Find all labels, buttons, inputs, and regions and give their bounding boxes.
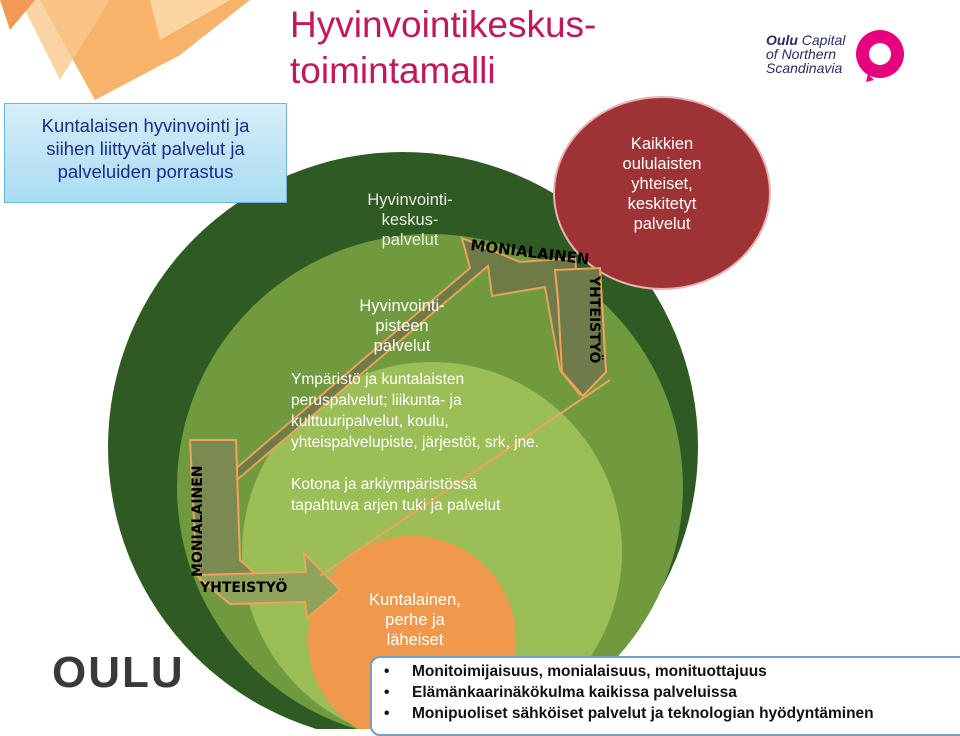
bullet-text: Monipuoliset sähköiset palvelut ja tekno… xyxy=(412,705,874,722)
red-circle-line: yhteiset, xyxy=(631,175,693,193)
arrow-line xyxy=(319,379,611,577)
label-yhteistyo-bottom: YHTEISTYÖ xyxy=(199,578,287,596)
center-line: Kuntalainen, xyxy=(369,591,461,609)
basic-line: kulttuuripalvelut, koulu, xyxy=(291,413,449,430)
page-title: Hyvinvointikeskus- toimintamalli xyxy=(290,2,710,94)
decor-shape xyxy=(150,0,230,40)
info-line: palveluiden porrastus xyxy=(57,161,234,182)
logo-line: Scandinavia xyxy=(766,60,843,76)
oulu-capital-logo-tail xyxy=(866,74,874,82)
bullet-box: •Monitoimijaisuus, monialaisuus, monituo… xyxy=(370,656,960,736)
hk-line: keskus- xyxy=(381,211,439,229)
bullet-item: •Monitoimijaisuus, monialaisuus, monituo… xyxy=(384,663,767,680)
oulu-logo: OULU xyxy=(52,648,185,697)
basic-line: yhteispalvelupiste, järjestöt, srk, jne. xyxy=(291,434,540,451)
center-line: läheiset xyxy=(386,631,444,649)
info-line: siihen liittyvät palvelut ja xyxy=(46,138,245,159)
home-support-text: Kotona ja arkiympäristössä tapahtuva arj… xyxy=(291,474,500,516)
center-line: perhe ja xyxy=(385,611,445,629)
label-yhteistyo-right: YHTEISTYÖ xyxy=(586,275,604,363)
hp-line: pisteen xyxy=(375,317,429,335)
hp-services-text: Hyvinvointi- pisteen palvelut xyxy=(342,296,462,356)
red-circle-line: palvelut xyxy=(633,215,691,233)
logo-line: Capital xyxy=(801,32,846,48)
bullet-item: •Monipuoliset sähköiset palvelut ja tekn… xyxy=(384,705,874,722)
info-line: Kuntalaisen hyvinvointi ja xyxy=(41,115,250,136)
hk-line: palvelut xyxy=(381,231,439,249)
red-circle xyxy=(553,96,771,290)
logo-line: of Northern xyxy=(766,46,837,62)
red-circle-line: keskitetyt xyxy=(627,195,697,213)
decor-shape xyxy=(0,0,35,30)
title-line-2: toimintamalli xyxy=(290,50,496,91)
basic-services-text: Ympäristö ja kuntalaisten peruspalvelut;… xyxy=(291,369,539,453)
label-monialainen-left: MONIALAINEN xyxy=(190,465,206,577)
bullet-text: Monitoimijaisuus, monialaisuus, monituot… xyxy=(412,663,767,680)
red-circle-line: oululaisten xyxy=(622,155,702,173)
home-line: tapahtuva arjen tuki ja palvelut xyxy=(291,497,501,514)
hk-services-text: Hyvinvointi- keskus- palvelut xyxy=(340,190,480,250)
basic-line: peruspalvelut; liikunta- ja xyxy=(291,392,462,409)
red-circle-text: Kaikkien oululaisten yhteiset, keskitety… xyxy=(592,134,732,234)
decor-shape xyxy=(20,0,110,80)
home-line: Kotona ja arkiympäristössä xyxy=(291,476,478,493)
arrow-yhteistyo-right xyxy=(553,266,608,398)
logo-brand: Oulu xyxy=(766,32,798,48)
center-circle-text: Kuntalainen, perhe ja läheiset xyxy=(350,590,480,650)
oulu-capital-logo: Oulu Capital of Northern Scandinavia xyxy=(766,33,866,75)
bullet-item: •Elämänkaarinäkökulma kaikissa palveluis… xyxy=(384,684,737,701)
title-line-1: Hyvinvointikeskus- xyxy=(290,4,597,45)
hp-line: palvelut xyxy=(373,337,431,355)
bullet-text: Elämänkaarinäkökulma kaikissa palveluiss… xyxy=(412,684,737,701)
oulu-capital-logo-icon-inner xyxy=(869,43,891,65)
info-box: Kuntalaisen hyvinvointi ja siihen liitty… xyxy=(4,103,287,203)
basic-line: Ympäristö ja kuntalaisten xyxy=(291,371,465,388)
hp-line: Hyvinvointi- xyxy=(359,297,445,315)
hk-line: Hyvinvointi- xyxy=(367,191,453,209)
arrow-yhteistyo-bottom xyxy=(193,550,342,620)
red-circle-line: Kaikkien xyxy=(630,135,694,153)
